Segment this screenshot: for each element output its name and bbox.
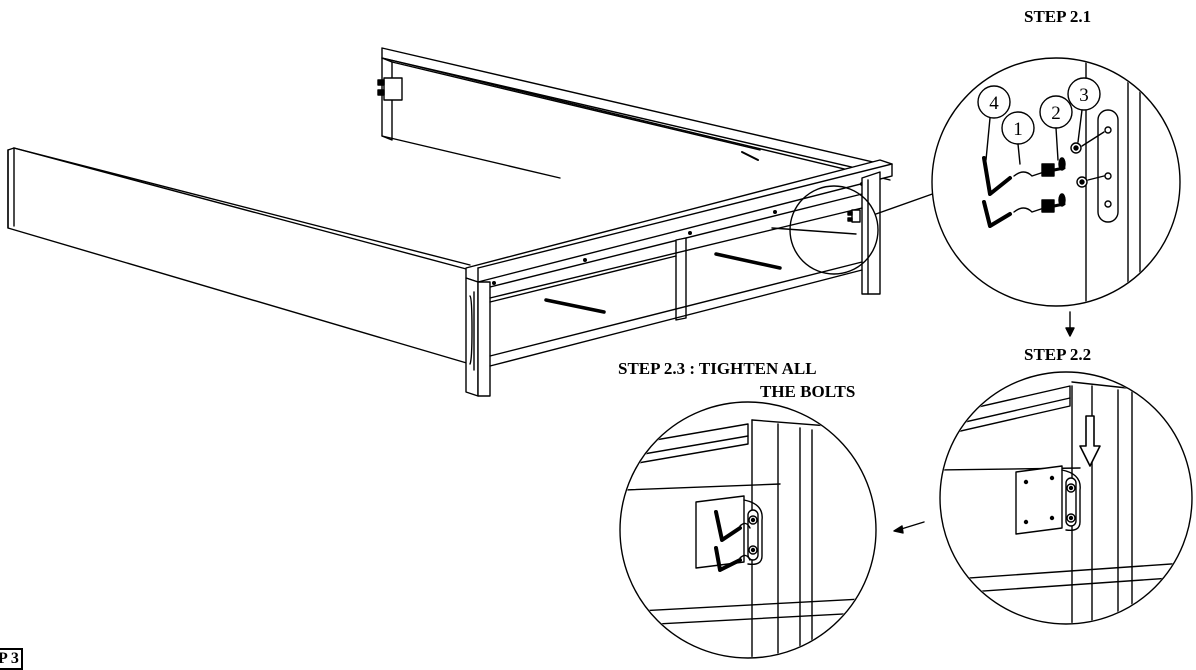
headboard-rail	[377, 47, 891, 181]
svg-text:1: 1	[1013, 119, 1023, 140]
footboard	[465, 159, 893, 397]
callout-1: 1	[1001, 111, 1035, 165]
step-2-2-detail	[939, 371, 1193, 625]
callout-2: 2	[1039, 95, 1073, 161]
step-2-3-detail	[619, 401, 877, 659]
step-2-1-detail: 4 1 2 3	[931, 57, 1181, 307]
arrow-left-icon	[893, 521, 925, 534]
svg-text:3: 3	[1079, 85, 1089, 106]
svg-text:2: 2	[1051, 103, 1061, 124]
callout-3: 3	[1067, 77, 1101, 143]
arrow-down-icon	[1065, 311, 1075, 337]
svg-text:4: 4	[989, 93, 999, 114]
bed-frame	[7, 47, 939, 397]
step-2-3-label: STEP 2.3 : TIGHTEN ALL	[618, 359, 817, 378]
step-2-3-label-line2: THE BOLTS	[760, 382, 855, 401]
detail-highlight-circle	[789, 185, 879, 275]
side-rail-left	[7, 147, 471, 365]
step-2-2-label: STEP 2.2	[1024, 345, 1091, 364]
callout-4: 4	[977, 85, 1011, 161]
step-2-1-label: STEP 2.1	[1024, 7, 1091, 26]
step-page-tab: P 3	[0, 648, 23, 670]
